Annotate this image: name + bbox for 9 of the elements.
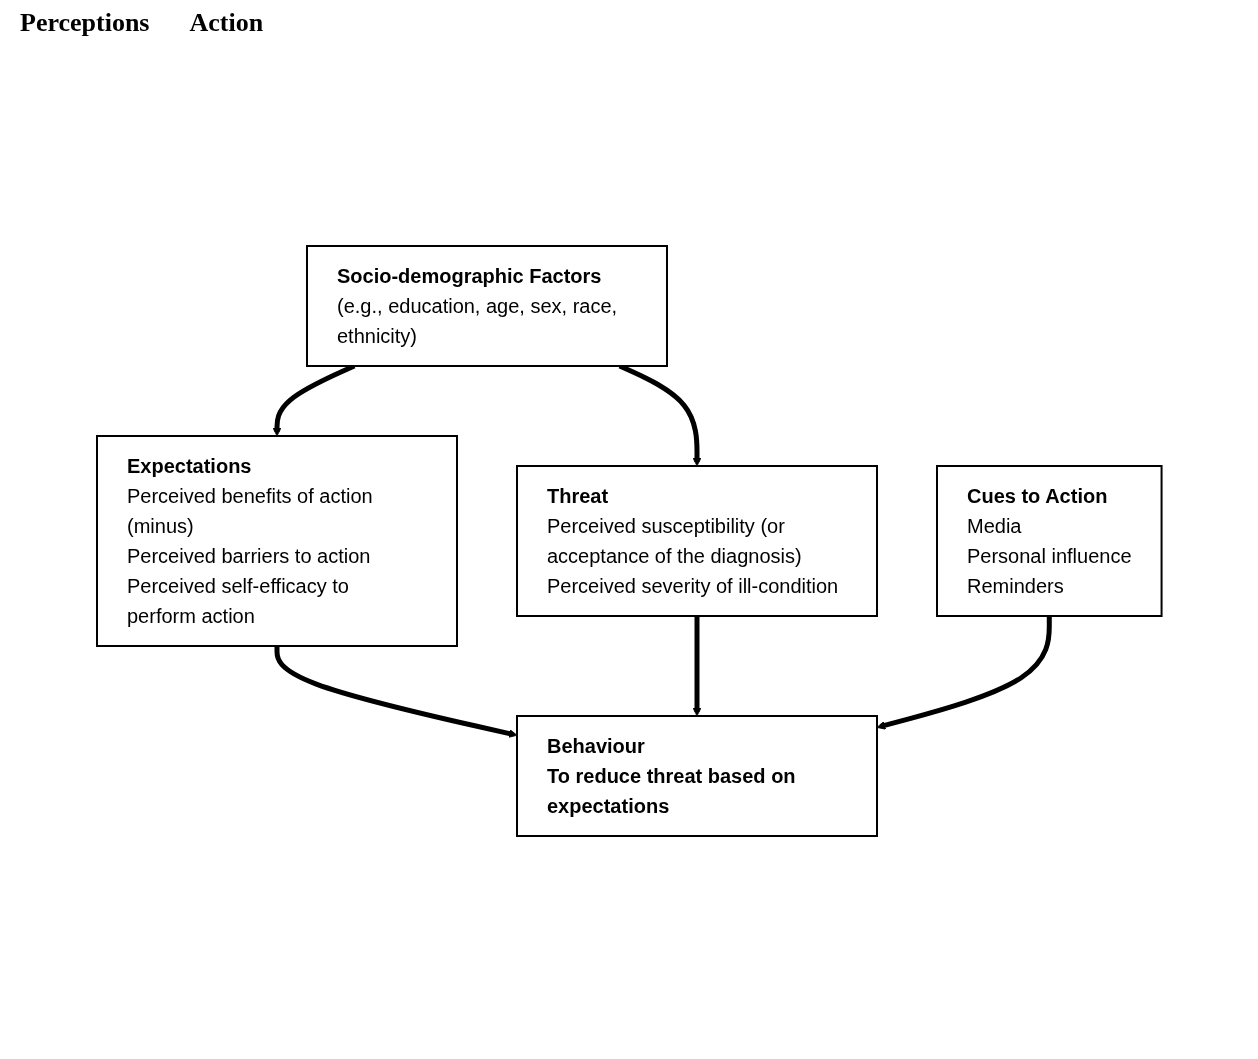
section-heading: Action	[189, 8, 264, 38]
node-box: Behaviour To reduce threat based on expectations	[515, 715, 878, 837]
arrow	[876, 616, 1052, 730]
section-heading: Perceptions	[20, 8, 150, 38]
node-box: Threat Perceived susceptibility (or acceptance of the diagnosis) Perceived severity of ill-condition	[515, 465, 878, 617]
arrow	[692, 616, 702, 717]
node-box: Socio-demographic Factors (e.g., education, age, sex, race, ethnicity)	[305, 245, 668, 367]
node-box: Cues to Action Media Personal influence Reminders	[935, 465, 1163, 617]
node-box: Expectations Perceived benefits of action (minus) Perceived barriers to action Perceived self-efficacy to perform action	[95, 435, 458, 647]
